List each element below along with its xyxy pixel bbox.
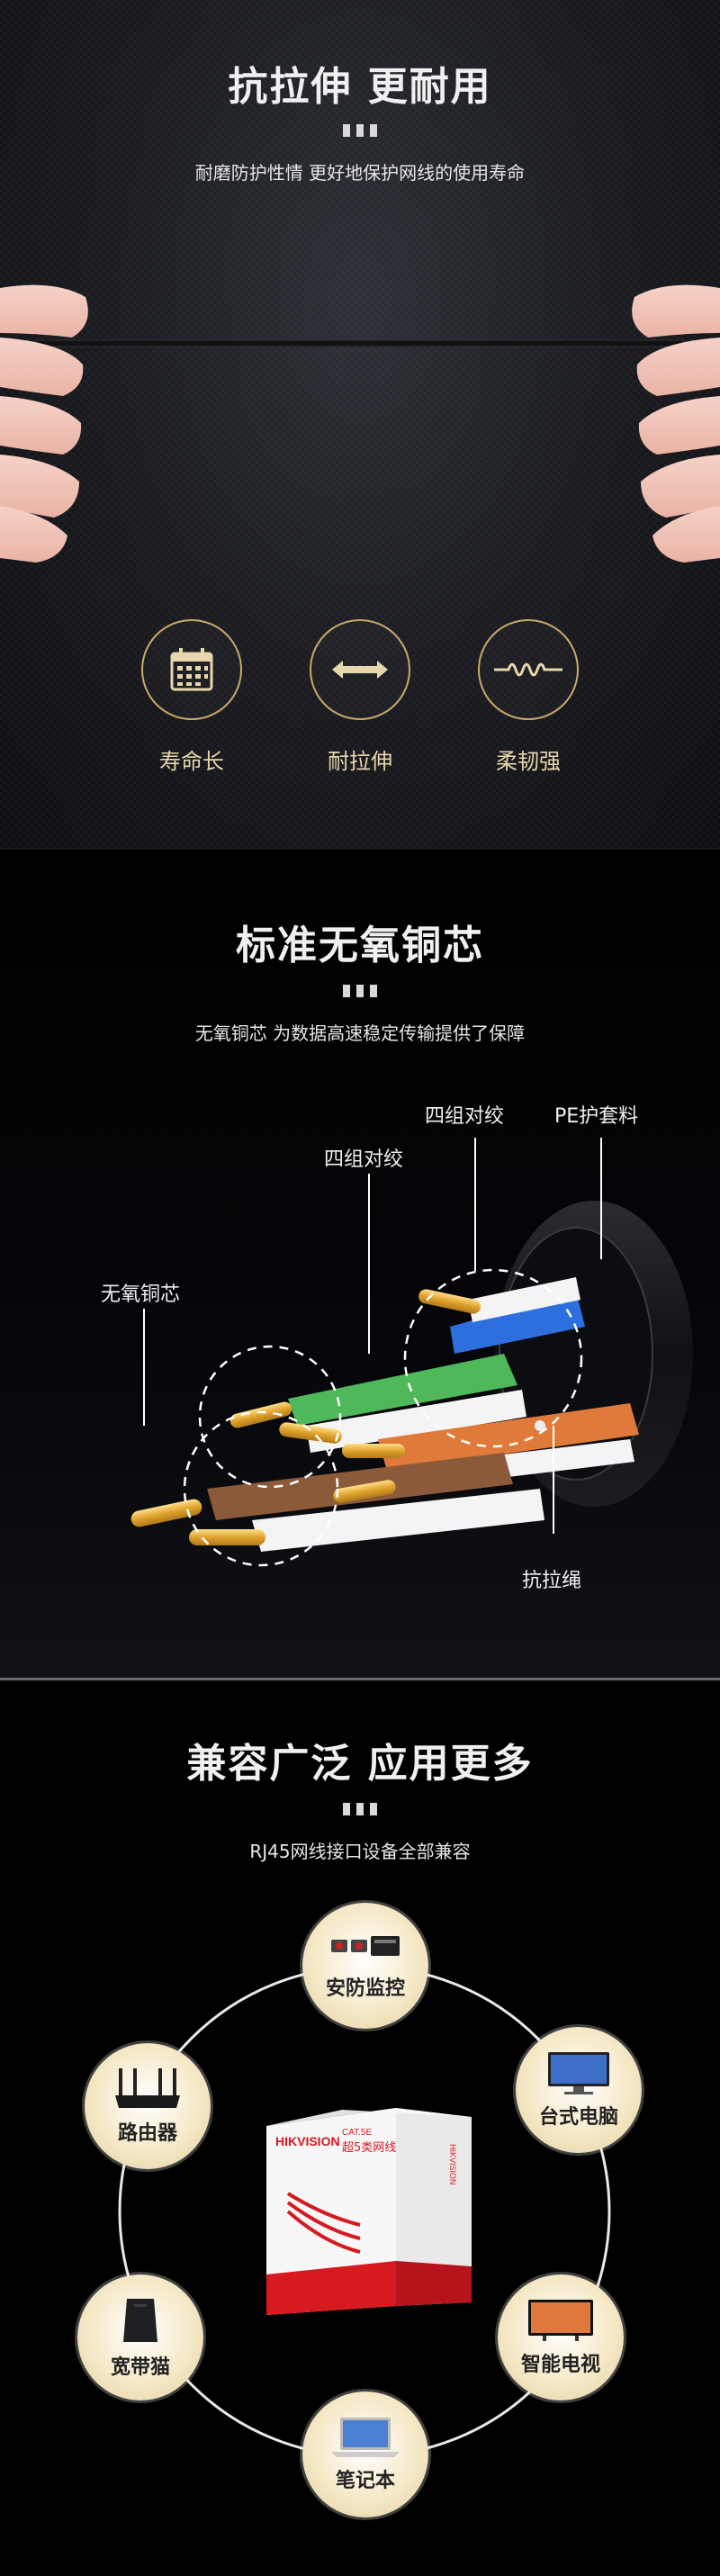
left-hand xyxy=(0,284,88,563)
product-brand-side: HIKVISION xyxy=(448,2144,457,2185)
device-desktop-pc: 台式电脑 xyxy=(516,2027,642,2153)
right-hand xyxy=(632,284,720,563)
product-brand: HIKVISION xyxy=(275,2134,340,2148)
durability-subtitle: 耐磨防护性情 更好地保护网线的使用寿命 xyxy=(194,162,526,184)
callout-twisted-pairs-top: 四组对绞 xyxy=(425,1105,505,1128)
router-icon xyxy=(115,2068,180,2108)
feature-label: 耐拉伸 xyxy=(328,749,392,774)
title-separator xyxy=(343,985,377,997)
copper-core-subtitle: 无氧铜芯 为数据高速稳定传输提供了保障 xyxy=(194,1022,526,1044)
device-security-camera: 安防监控 xyxy=(302,1903,428,2029)
feature-label: 寿命长 xyxy=(159,749,224,774)
cable-line xyxy=(35,339,685,347)
copper-core-section: 标准无氧铜芯 无氧铜芯 为数据高速稳定传输提供了保障 xyxy=(0,848,720,1678)
callout-rip-cord: 抗拉绳 xyxy=(522,1570,582,1592)
cable-cross-section-image xyxy=(130,1138,693,1567)
rip-cord xyxy=(535,1420,545,1431)
blue-pair xyxy=(418,1277,585,1354)
title-separator xyxy=(343,124,377,137)
calendar-icon xyxy=(141,619,242,720)
hands-stretching-cable-image xyxy=(0,284,720,563)
callout-twisted-pairs-mid: 四组对绞 xyxy=(324,1148,404,1171)
feature-flexible: 柔韧强 xyxy=(470,619,587,775)
device-modem: 宽带猫 xyxy=(77,2274,203,2400)
feature-long-life: 寿命长 xyxy=(133,619,250,775)
nvr-icon xyxy=(331,1936,400,1956)
tv-icon xyxy=(528,2300,593,2341)
double-arrow-icon xyxy=(310,619,410,720)
compatibility-title: 兼容广泛 应用更多 xyxy=(186,1741,534,1787)
copper-core-title: 标准无氧铜芯 xyxy=(236,923,484,968)
laptop-icon xyxy=(331,2418,400,2457)
device-smart-tv: 智能电视 xyxy=(498,2274,624,2400)
product-box-image: HIKVISION CAT.5E 超5类网线 HIKVISION xyxy=(266,2108,472,2315)
feature-label: 柔韧强 xyxy=(496,749,561,774)
product-category: CAT.5E xyxy=(342,2128,372,2138)
spring-icon xyxy=(478,619,579,720)
monitor-icon xyxy=(548,2052,609,2094)
title-separator xyxy=(343,1803,377,1815)
product-name: 超5类网线 xyxy=(342,2141,396,2155)
device-router: 路由器 xyxy=(85,2043,211,2169)
modem-icon xyxy=(123,2299,158,2342)
durability-section: 抗拉伸 更耐用 耐磨防护性情 更好地保护网线的使用寿命 xyxy=(0,0,720,848)
compatibility-subtitle: RJ45网线接口设备全部兼容 xyxy=(249,1841,471,1862)
durability-title: 抗拉伸 更耐用 xyxy=(228,64,492,110)
callout-copper-core: 无氧铜芯 xyxy=(101,1283,181,1306)
compatibility-section: 兼容广泛 应用更多 RJ45网线接口设备全部兼容 安防监控 台式电脑 智能电视 xyxy=(0,1678,720,2576)
green-pair xyxy=(230,1354,526,1453)
callout-pe-jacket: PE护套料 xyxy=(554,1105,639,1128)
feature-stretch-resistant: 耐拉伸 xyxy=(302,619,418,775)
device-laptop: 笔记本 xyxy=(302,2391,428,2517)
brown-pair xyxy=(130,1453,544,1552)
